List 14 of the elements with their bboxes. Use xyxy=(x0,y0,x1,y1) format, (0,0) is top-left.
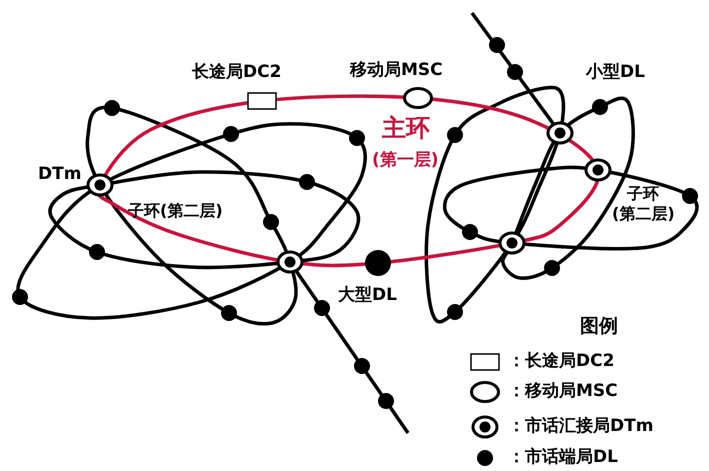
legend-text: ：长途局DC2 xyxy=(508,351,614,371)
legend-text: ：市话汇接局DTm xyxy=(508,416,654,436)
legend-text: ：市话端局DL xyxy=(508,447,618,467)
station-label: 长途局DC2 xyxy=(192,62,282,82)
ring-label: 子环(第二层) xyxy=(612,184,674,224)
station-label: DTm xyxy=(38,164,82,184)
station-label: 小型DL xyxy=(586,62,645,83)
ring-label: (第一层) xyxy=(372,150,439,171)
legend-text: ：移动局MSC xyxy=(508,381,618,401)
ring-label: 子环(第二层) xyxy=(128,201,223,221)
ring-label: 主环 xyxy=(382,114,430,142)
station-label: 大型DL xyxy=(338,285,397,305)
station-label: 移动局MSC xyxy=(350,60,443,80)
legend-title: 图例 xyxy=(580,315,618,338)
